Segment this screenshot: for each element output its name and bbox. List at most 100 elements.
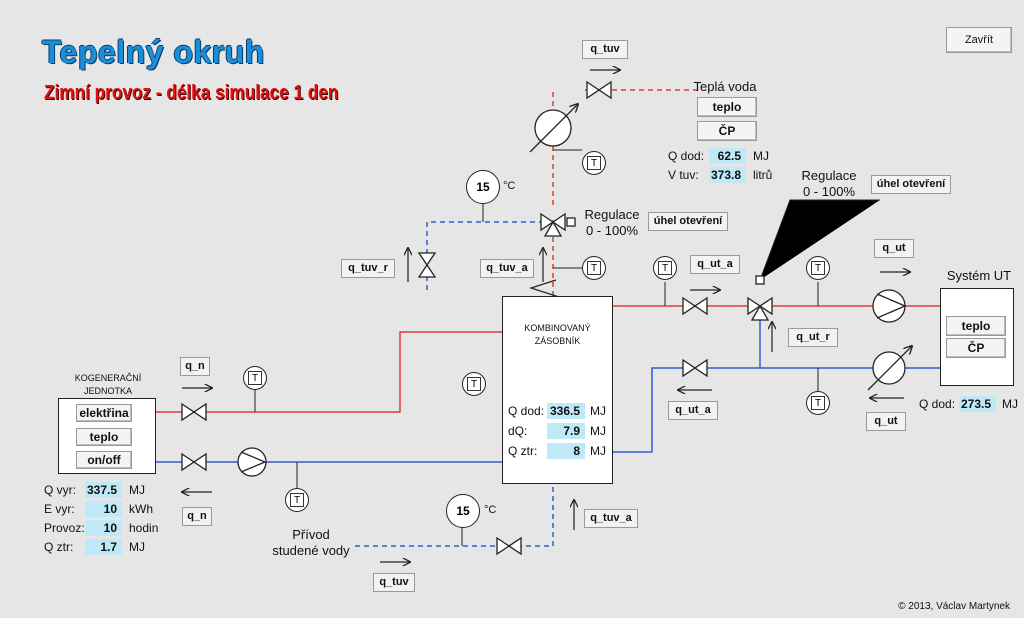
temperature-upper-unit: °C: [503, 180, 516, 192]
copyright: © 2013, Václav Martynek: [898, 601, 1010, 612]
sensor-label: T: [467, 377, 481, 391]
flow-label-q-n-top: q_n: [180, 357, 210, 376]
cogeneration-provoz-value: 10: [85, 520, 122, 536]
cogeneration-q-ztr-value: 1.7: [85, 539, 122, 555]
regulation-tuv-label: Regulace 0 - 100%: [580, 207, 644, 239]
valve-icons: [181, 80, 708, 556]
heating-cp-button[interactable]: ČP: [946, 338, 1006, 358]
cogeneration-label-line1: KOGENERAČNÍ: [74, 373, 142, 383]
sensor-label: T: [290, 493, 304, 507]
cogeneration-q-vyr-value: 337.5: [85, 482, 122, 498]
temperature-sensor-icon: T: [285, 488, 309, 512]
tank-label: KOMBINOVANÝ ZÁSOBNÍK: [505, 322, 610, 348]
hot-water-v-tuv-label: V tuv:: [668, 168, 699, 182]
pump-icon: [237, 289, 907, 477]
cogeneration-provoz-label: Provoz:: [44, 521, 85, 535]
flow-label-q-tuv-a-lower: q_tuv_a: [584, 509, 638, 528]
temperature-upper: 15: [466, 170, 500, 204]
valve-icon: [586, 80, 612, 100]
temperature-lower: 15: [446, 494, 480, 528]
tank-q-dod-unit: MJ: [590, 404, 606, 418]
temperature-sensor-icon: T: [462, 372, 486, 396]
cogeneration-q-vyr-unit: MJ: [129, 483, 145, 497]
sensor-label: T: [248, 371, 262, 385]
tank-dq-unit: MJ: [590, 424, 606, 438]
cogeneration-e-vyr-unit: kWh: [129, 502, 153, 516]
regulation-tuv-line2: 0 - 100%: [585, 223, 639, 238]
temperature-sensor-icon: T: [806, 391, 830, 415]
flow-label-q-ut-r: q_ut_r: [788, 328, 838, 347]
sensor-label: T: [811, 261, 825, 275]
temperature-sensor-icon: T: [582, 256, 606, 280]
flow-label-q-tuv-a-upper: q_tuv_a: [480, 259, 534, 278]
cold-water-label: Přívod studené vody: [268, 527, 354, 559]
temperature-sensor-icon: T: [806, 256, 830, 280]
page-title: Tepelný okruh: [42, 34, 265, 70]
cold-water-line1: Přívod: [292, 527, 330, 542]
temperature-lower-unit: °C: [484, 504, 497, 516]
on-off-button[interactable]: on/off: [76, 451, 132, 469]
tank-q-dod-value: 336.5: [547, 403, 585, 419]
flow-label-q-ut-bottom: q_ut: [866, 412, 906, 431]
valve-icon: [181, 452, 207, 472]
tank-label-line1: KOMBINOVANÝ: [524, 323, 591, 333]
sensor-label: T: [658, 261, 672, 275]
regulation-ut-label: Regulace 0 - 100%: [796, 168, 862, 200]
sensor-label: T: [811, 396, 825, 410]
regulation-tuv-angle-button[interactable]: úhel otevření: [648, 212, 728, 231]
cogeneration-q-ztr-label: Q ztr:: [44, 540, 74, 554]
hot-water-cp-button[interactable]: ČP: [697, 121, 757, 141]
temperature-sensor-icon: T: [243, 366, 267, 390]
hot-water-q-dod-unit: MJ: [753, 149, 769, 163]
heating-q-dod-label: Q dod:: [919, 397, 956, 411]
cold-water-line2: studené vody: [272, 543, 350, 558]
temperature-sensor-icon: T: [653, 256, 677, 280]
sensor-label: T: [587, 261, 601, 275]
cogeneration-q-ztr-unit: MJ: [129, 540, 145, 554]
heat-button[interactable]: teplo: [76, 428, 132, 446]
valve-icon: [682, 296, 708, 316]
cogeneration-label-line2: JEDNOTKA: [83, 386, 132, 396]
hot-water-q-dod-label: Q dod:: [668, 149, 705, 163]
cogeneration-provoz-unit: hodin: [129, 521, 159, 535]
tank-q-ztr-unit: MJ: [590, 444, 606, 458]
heating-system-title: Systém UT: [946, 268, 1012, 283]
hot-water-q-dod-value: 62.5: [709, 148, 746, 164]
regulation-ut-angle-button[interactable]: úhel otevření: [871, 175, 951, 194]
cogeneration-label: KOGENERAČNÍ JEDNOTKA: [58, 372, 158, 398]
valve-icon: [181, 402, 207, 422]
flow-label-q-ut-a-lower: q_ut_a: [668, 401, 718, 420]
cogeneration-q-vyr-label: Q vyr:: [44, 483, 76, 497]
tank-label-line2: ZÁSOBNÍK: [534, 336, 581, 346]
electricity-button[interactable]: elektřina: [76, 404, 132, 422]
hot-water-v-tuv-value: 373.8: [709, 167, 746, 183]
cold-pipes: [155, 221, 940, 547]
regulation-ut-line1: Regulace: [801, 168, 857, 183]
heating-heat-button[interactable]: teplo: [946, 316, 1006, 336]
valve-icon: [496, 536, 522, 556]
three-way-valve-icon: [540, 212, 773, 321]
valve-icon: [417, 252, 437, 278]
close-button[interactable]: Zavřít: [946, 27, 1012, 53]
flow-label-q-tuv-bottom: q_tuv: [373, 573, 415, 592]
temperature-sensor-icon: T: [582, 151, 606, 175]
flow-label-q-tuv-r: q_tuv_r: [341, 259, 395, 278]
tank-q-dod-label: Q dod:: [508, 404, 545, 418]
valve-icon: [682, 358, 708, 378]
tank-q-ztr-value: 8: [547, 443, 585, 459]
flow-arrow-icon: [182, 70, 910, 562]
heat-exchanger-icon: [529, 104, 912, 391]
flow-label-q-n-bottom: q_n: [182, 507, 212, 526]
flow-label-q-ut-a-upper: q_ut_a: [690, 255, 740, 274]
tank-q-ztr-label: Q ztr:: [508, 444, 538, 458]
heating-q-dod-value: 273.5: [959, 396, 996, 412]
cogeneration-e-vyr-value: 10: [85, 501, 122, 517]
hot-water-heat-button[interactable]: teplo: [697, 97, 757, 117]
flow-label-q-ut-top: q_ut: [874, 239, 914, 258]
hot-water-title: Teplá voda: [693, 79, 757, 94]
regulation-ut-line2: 0 - 100%: [802, 184, 856, 199]
page-subtitle: Zimní provoz - délka simulace 1 den: [44, 82, 339, 104]
tank-dq-value: 7.9: [547, 423, 585, 439]
hot-water-v-tuv-unit: litrů: [753, 168, 773, 182]
